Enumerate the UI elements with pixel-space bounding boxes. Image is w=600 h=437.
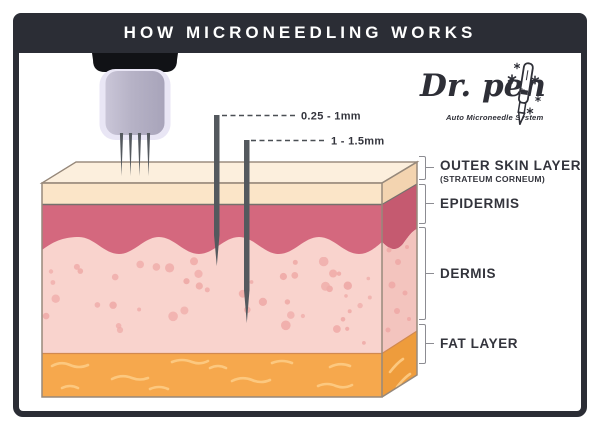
dermis-side-dots	[385, 245, 411, 333]
bracket-fat	[419, 324, 434, 364]
measurement-needles	[214, 115, 250, 323]
label-outer-skin: OUTER SKIN LAYER (STRATEUM CORNEUM)	[440, 158, 581, 184]
label-epidermis: EPIDERMIS	[440, 196, 520, 211]
pen-illustration	[507, 62, 541, 126]
label-outer-skin-main: OUTER SKIN LAYER	[440, 158, 582, 173]
depth-label-shallow: 0.25 - 1mm	[301, 111, 361, 123]
block-outlines	[39, 160, 420, 398]
bracket-epidermis	[419, 184, 434, 224]
label-outer-skin-sub: (STRATEUM CORNEUM)	[440, 174, 546, 184]
microneedling-pen-tip	[92, 53, 178, 176]
fat-layer-front	[42, 353, 382, 397]
brand-logo: Dr. pen Auto Microneedle System	[418, 60, 588, 138]
outer-skin-layer-front	[42, 183, 382, 205]
bracket-outer-skin	[419, 156, 434, 180]
fat-squiggles	[50, 357, 412, 391]
skin-front-face	[42, 183, 382, 397]
dermis-dots	[42, 257, 372, 345]
title-banner: HOW MICRONEEDLING WORKS	[13, 13, 587, 53]
label-fat: FAT LAYER	[440, 336, 519, 351]
page-title: HOW MICRONEEDLING WORKS	[123, 23, 477, 42]
needle-cartridge	[105, 71, 165, 135]
needle-shallow	[214, 115, 220, 266]
skin-top-face	[39, 161, 420, 184]
needle-deep	[244, 140, 250, 323]
brand-tagline: Auto Microneedle System	[446, 113, 544, 122]
dermis-layer-front	[42, 237, 382, 353]
label-dermis: DERMIS	[440, 266, 497, 281]
pen-body	[517, 62, 534, 126]
bracket-dermis	[419, 227, 434, 320]
depth-label-deep: 1 - 1.5mm	[331, 136, 384, 148]
depth-callouts: 0.25 - 1mm 1 - 1.5mm	[222, 111, 384, 148]
device-needles	[119, 133, 151, 176]
